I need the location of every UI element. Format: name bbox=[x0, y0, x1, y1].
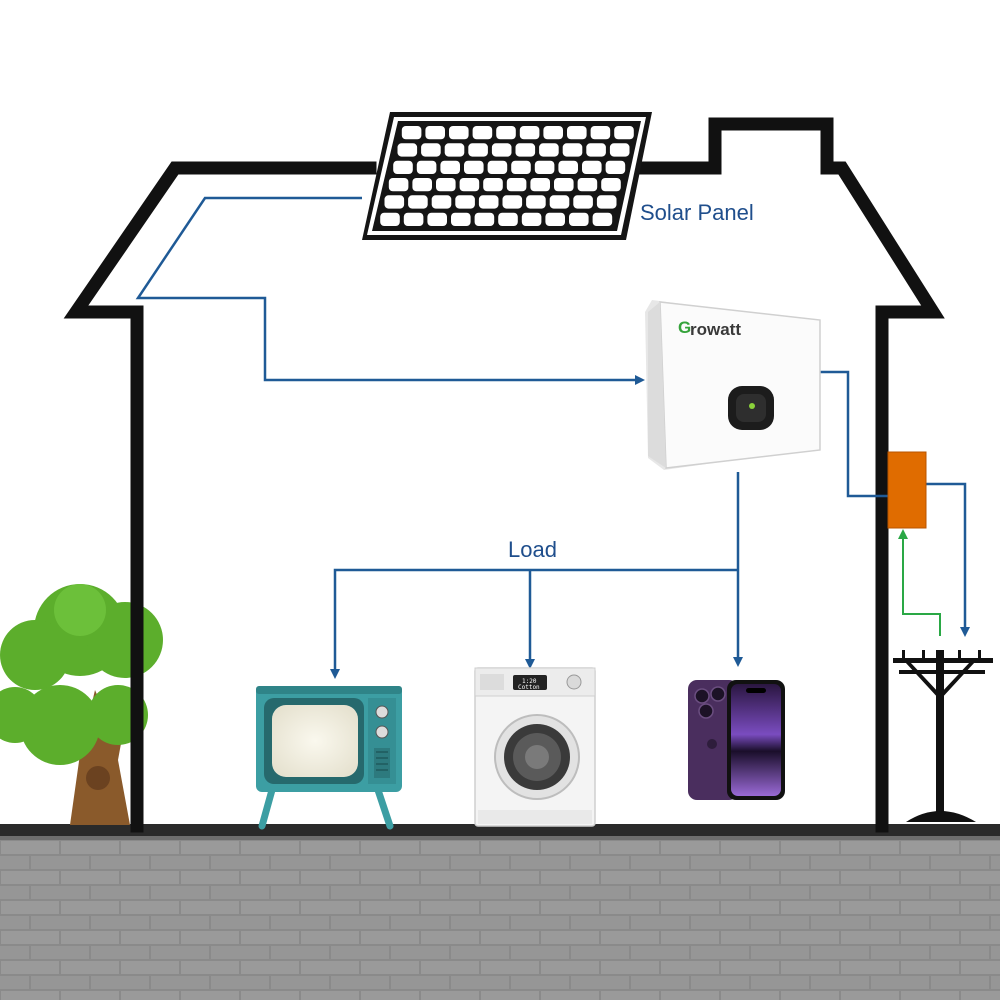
solar-cell bbox=[511, 160, 531, 174]
solar-cell bbox=[539, 143, 559, 157]
dc-wire bbox=[135, 196, 645, 385]
solar-cell bbox=[464, 160, 484, 174]
solar-cell bbox=[425, 126, 445, 140]
inverter-brand-name: rowatt bbox=[690, 320, 741, 339]
washer-display-time: 1:20 bbox=[522, 678, 537, 685]
solar-cell bbox=[421, 143, 441, 157]
solar-cell bbox=[534, 160, 555, 174]
solar-cell bbox=[543, 126, 563, 140]
solar-cell bbox=[384, 195, 405, 209]
solar-cell bbox=[609, 143, 630, 157]
solar-cell bbox=[530, 178, 550, 192]
solar-cell bbox=[592, 212, 613, 226]
solar-cell bbox=[436, 178, 456, 192]
house-outline bbox=[63, 117, 945, 833]
solar-cell bbox=[444, 143, 465, 157]
solar-cell bbox=[491, 143, 512, 157]
solar-cell bbox=[545, 212, 565, 226]
solar-cell bbox=[472, 126, 493, 140]
solar-cell bbox=[388, 178, 409, 192]
solar-cell bbox=[596, 195, 617, 209]
inverter-brand-initial: G bbox=[678, 318, 691, 337]
grid-wires bbox=[820, 370, 970, 637]
tree-icon bbox=[0, 584, 163, 825]
solar-cell bbox=[459, 178, 480, 192]
solar-cell bbox=[605, 160, 626, 174]
solar-cell bbox=[554, 178, 574, 192]
solar-cell bbox=[506, 178, 527, 192]
solar-panel-label: Solar Panel bbox=[640, 200, 754, 225]
solar-cell bbox=[397, 143, 418, 157]
solar-cell bbox=[408, 195, 428, 209]
solar-cell bbox=[427, 212, 447, 226]
solar-cell bbox=[614, 126, 634, 140]
feed-in-wire bbox=[898, 529, 941, 636]
solar-cell bbox=[586, 143, 606, 157]
solar-cell bbox=[590, 126, 611, 140]
solar-cell bbox=[468, 143, 488, 157]
solar-cell bbox=[601, 178, 621, 192]
solar-cell bbox=[440, 160, 460, 174]
solar-cell bbox=[496, 126, 516, 140]
solar-cell bbox=[526, 195, 546, 209]
smartphone-icon bbox=[688, 680, 785, 800]
solar-cell bbox=[401, 126, 422, 140]
tv-icon bbox=[256, 686, 402, 830]
solar-cell bbox=[498, 212, 518, 226]
washing-machine-icon: 1:20 Cotton bbox=[474, 667, 596, 827]
solar-cell bbox=[519, 126, 540, 140]
solar-cell bbox=[582, 160, 602, 174]
utility-pole-icon bbox=[893, 650, 993, 822]
washer-display-sub: Cotton bbox=[518, 684, 540, 691]
solar-cell bbox=[521, 212, 542, 226]
solar-cell bbox=[567, 126, 587, 140]
solar-cell bbox=[431, 195, 452, 209]
solar-cell bbox=[449, 126, 469, 140]
meter-icon bbox=[887, 451, 927, 529]
load-wires bbox=[330, 472, 743, 679]
solar-cell bbox=[573, 195, 593, 209]
solar-cell bbox=[549, 195, 570, 209]
load-label: Load bbox=[508, 537, 557, 562]
solar-cell bbox=[380, 212, 400, 226]
solar-cell bbox=[569, 212, 589, 226]
solar-cell bbox=[577, 178, 598, 192]
solar-cell bbox=[483, 178, 503, 192]
solar-cell bbox=[562, 143, 583, 157]
inverter-icon: G rowatt bbox=[645, 300, 821, 470]
solar-cell bbox=[393, 160, 413, 174]
solar-cell bbox=[502, 195, 523, 209]
solar-cell bbox=[416, 160, 437, 174]
solar-cell bbox=[451, 212, 471, 226]
solar-cell bbox=[403, 212, 424, 226]
solar-cell bbox=[478, 195, 499, 209]
solar-cell bbox=[558, 160, 578, 174]
solar-panel-icon bbox=[362, 112, 652, 240]
solar-cell bbox=[474, 212, 495, 226]
solar-cell bbox=[412, 178, 432, 192]
ground bbox=[0, 824, 1000, 1000]
solar-cell bbox=[455, 195, 475, 209]
solar-cell bbox=[487, 160, 508, 174]
solar-cell bbox=[515, 143, 536, 157]
